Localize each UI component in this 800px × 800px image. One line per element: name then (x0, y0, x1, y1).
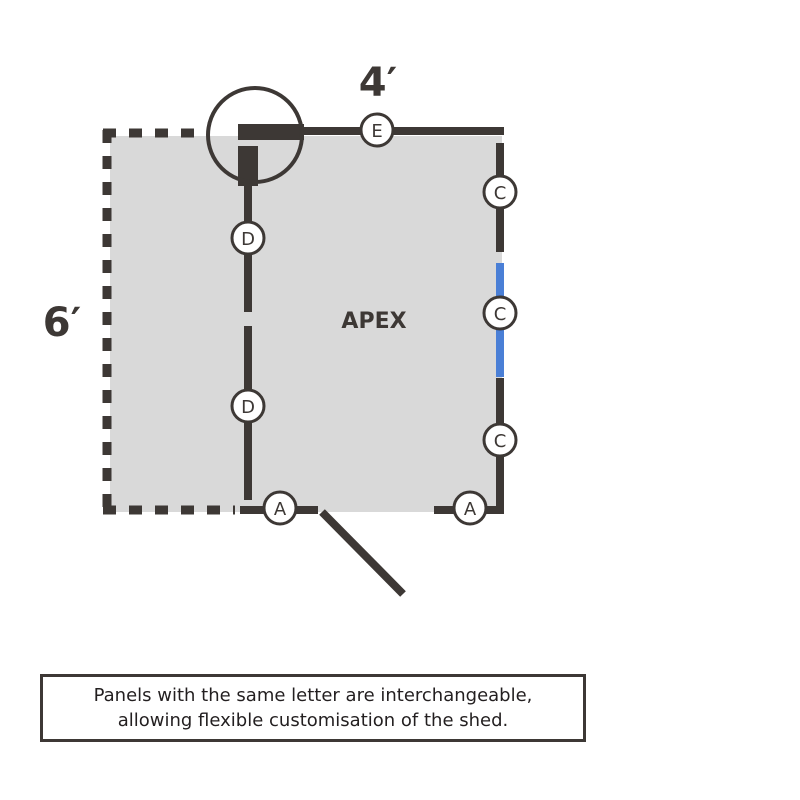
svg-text:D: D (241, 229, 255, 250)
svg-text:C: C (494, 183, 507, 204)
panel-marker-right-lower: C (482, 422, 518, 458)
depth-dimension: 6′ (43, 300, 81, 346)
panel-marker-top: E (359, 112, 395, 148)
caption-line-1: Panels with the same letter are intercha… (93, 685, 533, 706)
svg-text:C: C (494, 431, 507, 452)
caption-line-2: allowing flexible customisation of the s… (117, 710, 509, 731)
panel-marker-bottom-left: A (262, 490, 298, 526)
panel-marker-right-upper: C (482, 174, 518, 210)
shed-name: APEX (341, 309, 406, 334)
panel-marker-bottom-right: A (452, 490, 488, 526)
svg-text:A: A (274, 499, 287, 520)
floor-area (110, 136, 502, 512)
svg-text:E: E (371, 121, 382, 142)
svg-text:C: C (494, 304, 507, 325)
corner-detail (206, 86, 304, 186)
panel-marker-left-lower: D (230, 388, 266, 424)
width-dimension: 4′ (359, 60, 397, 106)
panel-marker-left-upper: D (230, 220, 266, 256)
caption-box: Panels with the same letter are intercha… (40, 674, 586, 742)
svg-text:D: D (241, 397, 255, 418)
dashed-outline (102, 128, 235, 515)
panel-marker-right-middle: C (482, 295, 518, 331)
door-swing (319, 509, 406, 597)
svg-text:A: A (464, 499, 477, 520)
